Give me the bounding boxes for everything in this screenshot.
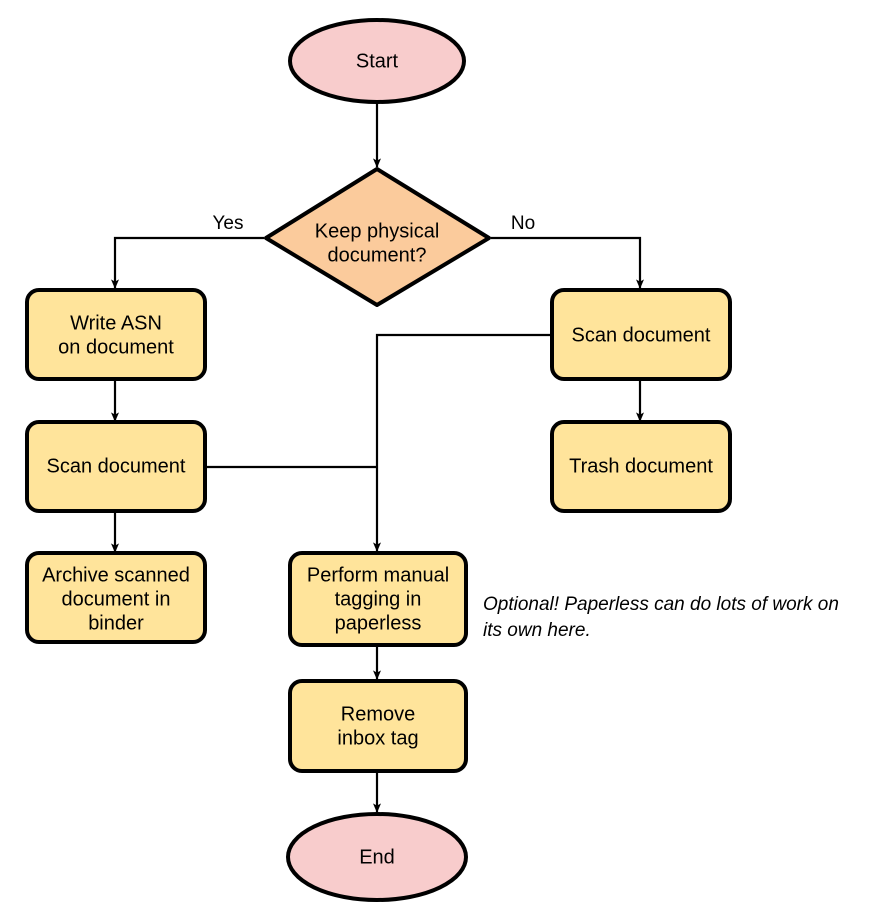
archive-box [25,551,207,644]
node-perform-manual-tagging[interactable]: Perform manual tagging in paperless [288,551,468,647]
tagging-label-line2: tagging in [335,588,422,610]
trash-document-label: Trash document [569,455,713,477]
annotation-optional-note: Optional! Paperless can do lots of work … [483,594,839,641]
node-start[interactable]: Start [288,18,466,104]
remove-inbox-tag-box [288,679,468,773]
annotation-line1: Optional! Paperless can do lots of work … [483,594,839,615]
scan-document-right-label: Scan document [572,324,711,346]
tagging-label-line3: paperless [335,612,422,634]
scan-document-left-label: Scan document [47,455,186,477]
node-scan-document-left[interactable]: Scan document [25,420,207,513]
tagging-label-line1: Perform manual [307,564,449,586]
node-write-asn[interactable]: Write ASN on document [25,288,207,381]
scan-document-left-box [25,420,207,513]
node-remove-inbox-tag[interactable]: Remove inbox tag [288,679,468,773]
trash-document-box [550,420,732,513]
decision-label-line2: document? [328,244,427,266]
node-archive-scanned-document[interactable]: Archive scanned document in binder [25,551,207,644]
node-scan-document-right[interactable]: Scan document [550,288,732,381]
node-end[interactable]: End [286,812,468,902]
edge-label-yes: Yes [213,213,244,234]
write-asn-label-line1: Write ASN [70,312,162,334]
edge-scan-right-to-tagging [373,333,552,552]
archive-label-line1: Archive scanned [42,564,190,586]
end-label: End [359,846,395,868]
node-decision-keep-physical-document[interactable]: Keep physical document? [264,167,491,307]
decision-label-line1: Keep physical [315,220,440,242]
node-trash-document[interactable]: Trash document [550,420,732,513]
decision-diamond [264,167,491,307]
start-ellipse [288,18,466,104]
edge-label-no: No [511,213,535,234]
write-asn-label-line2: on document [58,336,174,358]
end-ellipse [286,812,468,902]
scan-document-right-box [550,288,732,381]
tagging-box [288,551,468,647]
annotation-line2: its own here. [483,620,591,641]
archive-label-line2: document in [62,588,171,610]
archive-label-line3: binder [88,612,144,634]
remove-inbox-label-line1: Remove [341,703,415,725]
remove-inbox-label-line2: inbox tag [337,727,418,749]
write-asn-box [25,288,207,381]
start-label: Start [356,50,399,72]
edge-decision-yes-to-write-asn [111,236,264,289]
edge-decision-no-to-scan-right [491,236,644,289]
